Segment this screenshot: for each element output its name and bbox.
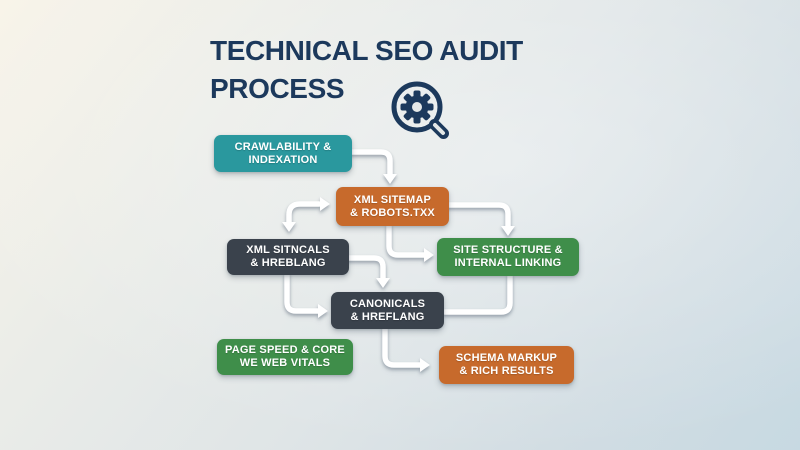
node-label: & ROBOTS.TXX [350,206,435,219]
node-xml-sitemap-robots: XML SITEMAP & ROBOTS.TXX [336,187,449,226]
node-label: XML SITNCALS [246,244,330,256]
arrow-sitncals-sitemap-double [282,197,330,232]
gear-magnifier-icon [391,81,449,139]
node-site-structure-internal-linking: SITE STRUCTURE & INTERNAL LINKING [437,238,579,276]
node-xml-sitncals-hreblang: XML SITNCALS & HREBLANG [227,239,349,275]
node-label: CANONICALS [349,297,426,310]
node-label: INDEXATION [248,153,318,166]
node-label: SITE STRUCTURE & [453,244,563,256]
arrow-crawlability-to-sitemap [349,149,397,184]
node-label: CRAWLABILITY & [234,140,332,153]
arrow-sitncals-to-canonicals-top [345,255,390,288]
node-label: & HREBLANG [250,257,326,269]
node-label: & HREFLANG [350,310,425,323]
node-page-speed-core-web-vitals: PAGE SPEED & CORE WE WEB VITALS [217,339,353,375]
node-label: SCHEMA MARKUP [455,352,558,364]
arrow-sitemap-to-structure-left [386,223,434,262]
node-label: PAGE SPEED & CORE [225,344,345,356]
node-label: & RICH RESULTS [459,365,554,377]
arrow-canonicals-to-schema [382,326,430,372]
node-canonicals-hreflang: CANONICALS & HREFLANG [331,292,444,329]
page-title: TECHNICAL SEO AUDIT PROCESS [210,32,523,108]
node-label: WE WEB VITALS [239,357,331,369]
node-label: XML SITEMAP [353,193,432,206]
node-crawlability-indexation: CRAWLABILITY & INDEXATION [214,135,352,172]
line-structure-to-canonicals [442,273,513,315]
node-label: INTERNAL LINKING [454,257,562,269]
node-schema-markup-rich-results: SCHEMA MARKUP & RICH RESULTS [439,346,574,384]
page-title-line1: TECHNICAL SEO AUDIT [210,35,523,66]
arrow-sitemap-to-structure-top [444,202,515,236]
arrow-sitncals-to-canonicals-left [284,272,328,318]
page-title-line2: PROCESS [210,73,345,104]
